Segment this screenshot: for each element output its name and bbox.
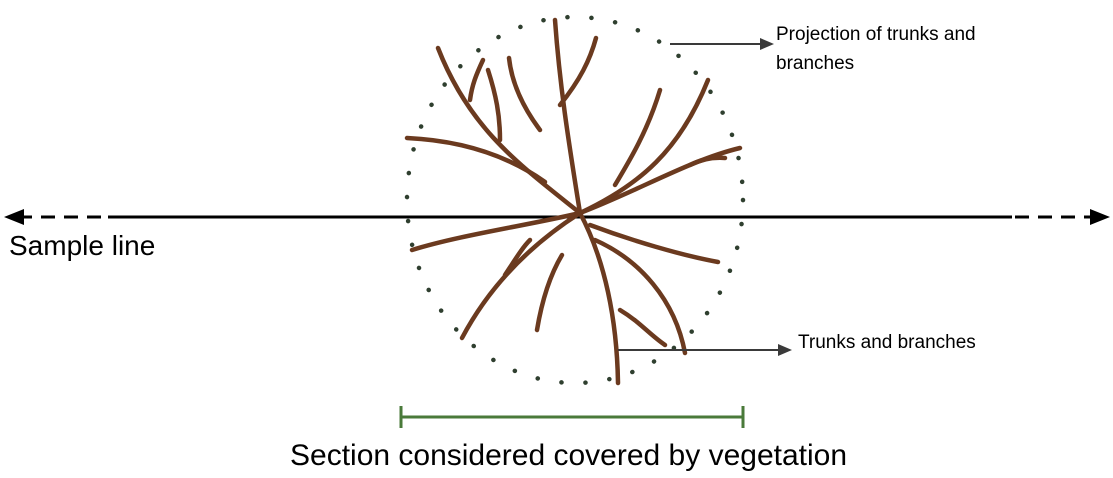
projection-callout-arrowhead [760, 38, 774, 50]
projection-label: Projection of trunks and branches [776, 20, 1056, 78]
sample-line-right-arrowhead [1090, 209, 1110, 225]
section-label: Section considered covered by vegetation [290, 439, 847, 473]
branch-upper-small-4 [470, 60, 483, 100]
trunks-label: Trunks and branches [798, 332, 976, 354]
branch-upper-right-long [580, 80, 708, 213]
branch-lower-right [590, 225, 718, 262]
branch-upper-small-1 [560, 38, 596, 105]
branch-upper-small-3 [488, 70, 500, 140]
trunks-callout-arrowhead [778, 344, 792, 356]
section-bracket [401, 406, 743, 428]
sample-line-label: Sample line [9, 230, 155, 262]
branch-lower-left-small-2 [537, 255, 562, 330]
branch-right-small [690, 158, 725, 165]
branch-upper-small-2 [509, 58, 540, 130]
trunk-upper [555, 20, 580, 213]
branch-lower-right-small [620, 310, 665, 345]
branch-upper-right-mid [615, 90, 660, 185]
sample-line-left-arrowhead [4, 209, 24, 225]
trunk-lower [580, 213, 618, 383]
crown-projection-outline [407, 17, 743, 383]
branch-upper-left-mid [407, 138, 545, 182]
